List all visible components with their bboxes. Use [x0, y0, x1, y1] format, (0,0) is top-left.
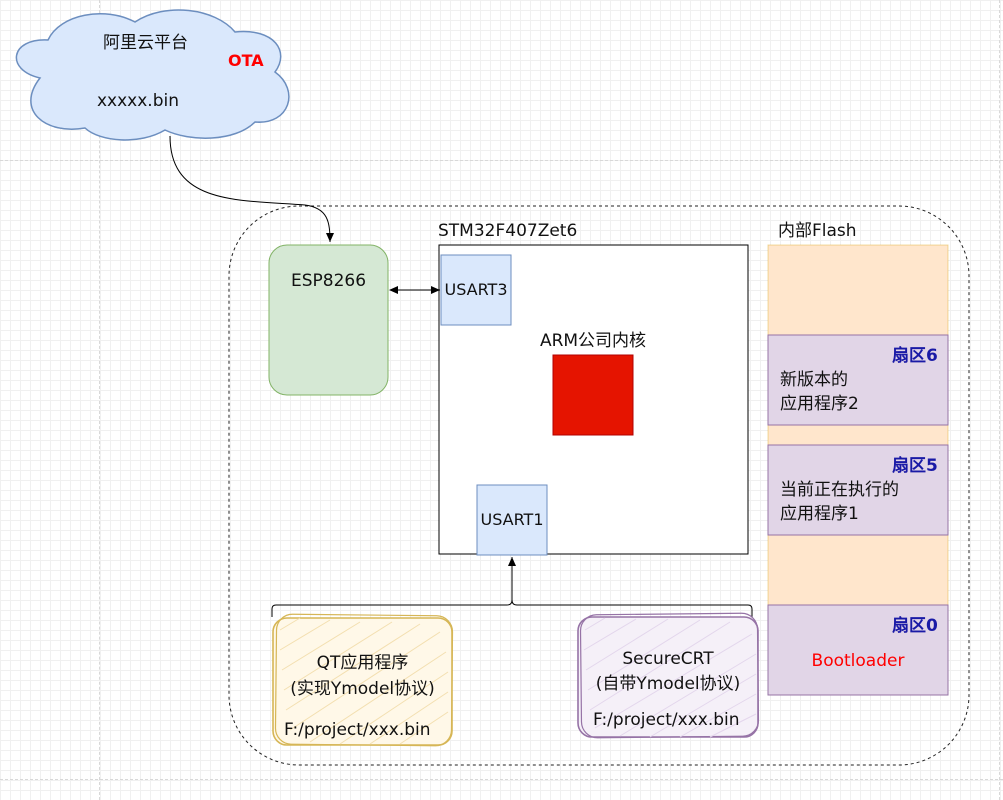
sector5-box[interactable] — [767, 444, 949, 536]
arm-core-label: ARM公司内核 — [539, 331, 647, 351]
arm-core-box[interactable] — [552, 354, 634, 436]
ota-label: OTA — [228, 51, 264, 70]
esp8266-label: ESP8266 — [290, 271, 367, 291]
sector6-line2: 应用程序2 — [780, 394, 859, 414]
securecrt-box[interactable] — [577, 612, 760, 739]
grid-line — [0, 779, 1003, 780]
grid-line — [99, 0, 100, 800]
usart3-box[interactable] — [440, 254, 512, 326]
sector6-box[interactable] — [767, 334, 949, 426]
usart3-label: USART3 — [444, 280, 508, 299]
sector5-title: 扇区5 — [892, 456, 938, 476]
qt-app-box[interactable] — [272, 613, 454, 747]
usart1-box[interactable] — [476, 484, 548, 556]
sector6-title: 扇区6 — [892, 346, 938, 366]
grid-line — [999, 0, 1000, 800]
grid-line — [0, 160, 1003, 161]
cloud-title: 阿里云平台 — [103, 33, 188, 53]
securecrt-path: F:/project/xxx.bin — [593, 710, 740, 730]
sector0-title: 扇区0 — [892, 616, 938, 636]
securecrt-subtitle: (自带Ymodel协议) — [595, 674, 741, 694]
cloud-file-label: xxxxx.bin — [97, 91, 179, 111]
qt-subtitle: (实现Ymodel协议) — [290, 679, 435, 699]
usart1-label: USART1 — [480, 510, 544, 529]
sector5-line1: 当前正在执行的 — [780, 480, 899, 500]
flash-label: 内部Flash — [778, 221, 857, 241]
sector6-line1: 新版本的 — [780, 370, 848, 390]
cloud-shape[interactable] — [15, 9, 290, 141]
securecrt-title: SecureCRT — [622, 649, 714, 669]
stm32-label: STM32F407Zet6 — [438, 221, 578, 241]
esp8266-box[interactable] — [268, 244, 389, 396]
sector0-box[interactable] — [767, 604, 949, 696]
qt-title: QT应用程序 — [316, 653, 409, 673]
qt-path: F:/project/xxx.bin — [284, 720, 431, 740]
sector5-line2: 应用程序1 — [780, 504, 859, 524]
bootloader-label: Bootloader — [811, 651, 905, 671]
cloud-to-esp-connector — [169, 135, 334, 243]
device-boundary — [228, 205, 970, 766]
